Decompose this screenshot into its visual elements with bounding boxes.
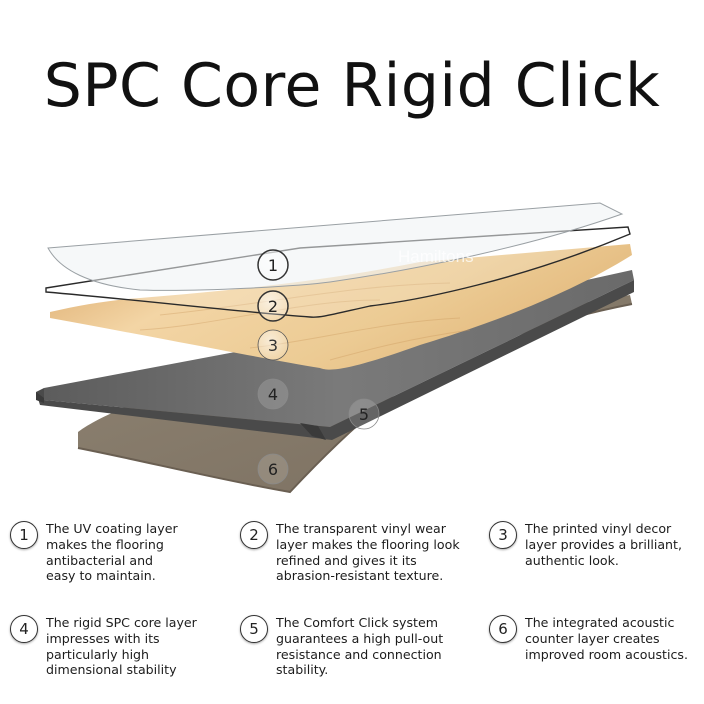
svg-text:2: 2 (268, 297, 278, 316)
svg-text:3: 3 (268, 336, 278, 355)
number-badge: 1 (10, 521, 38, 549)
svg-text:4: 4 (268, 385, 278, 404)
svg-text:1: 1 (268, 256, 278, 275)
number-badge: 3 (489, 521, 517, 549)
marker-1: 1 (257, 249, 289, 281)
layer-desc-text: The Comfort Click system guarantees a hi… (276, 615, 444, 678)
number-badge: 4 (10, 615, 38, 643)
number-badge: 5 (240, 615, 268, 643)
marker-4: 4 (257, 378, 289, 410)
marker-5: 5 (348, 398, 380, 430)
flooring-layers-diagram: Hamiltons 1 2 3 4 5 6 (36, 202, 634, 494)
layer-desc-text: The printed vinyl decor layer provides a… (525, 521, 682, 568)
number-badge: 2 (240, 521, 268, 549)
layer-desc-text: The UV coating layer makes the flooring … (46, 521, 178, 584)
page-title: SPC Core Rigid Click (43, 51, 661, 121)
uv-coating-layer (47, 202, 624, 291)
number-badge: 6 (489, 615, 517, 643)
marker-2: 2 (257, 290, 289, 322)
svg-text:5: 5 (359, 405, 369, 424)
layer-desc-text: The integrated acoustic counter layer cr… (525, 615, 688, 662)
wood-decor-layer (50, 244, 632, 370)
layer-desc-text: The rigid SPC core layer impresses with … (46, 615, 197, 678)
marker-3: 3 (257, 329, 289, 361)
layer-desc-text: The transparent vinyl wear layer makes t… (276, 521, 460, 584)
marker-6: 6 (257, 453, 289, 485)
svg-text:6: 6 (268, 460, 278, 479)
watermark: Hamiltons (398, 247, 474, 266)
